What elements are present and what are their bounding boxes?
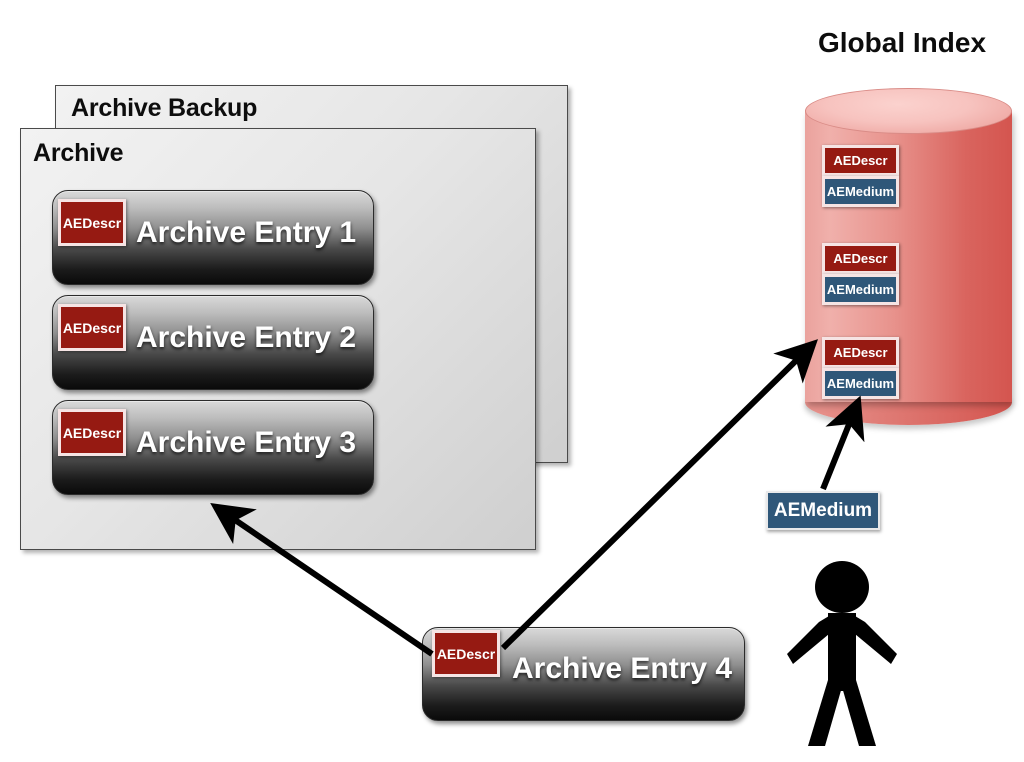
- aedescr-chip[interactable]: AEDescr: [58, 304, 126, 351]
- archive-title: Archive: [33, 139, 124, 167]
- archive-backup-title: Archive Backup: [71, 94, 258, 122]
- aedescr-chip[interactable]: AEDescr: [432, 630, 500, 677]
- user-stick-figure: [787, 561, 897, 746]
- global-index-record-3-aedescr[interactable]: AEDescr: [822, 337, 899, 368]
- global-index-record-3-aemedium[interactable]: AEMedium: [822, 368, 899, 399]
- archive-entry-1-label: Archive Entry 1: [136, 216, 357, 249]
- aedescr-chip[interactable]: AEDescr: [58, 409, 126, 456]
- archive-entry-4-label: Archive Entry 4: [512, 652, 733, 685]
- global-index-title: Global Index: [818, 27, 987, 58]
- global-index-record-2-aemedium[interactable]: AEMedium: [822, 274, 899, 305]
- archive-entry-2-label: Archive Entry 2: [136, 321, 357, 354]
- global-index-record-1-aedescr[interactable]: AEDescr: [822, 145, 899, 176]
- global-index-record-1-aemedium[interactable]: AEMedium: [822, 176, 899, 207]
- archive-entry-3-label: Archive Entry 3: [136, 426, 357, 459]
- aedescr-chip[interactable]: AEDescr: [58, 199, 126, 246]
- cylinder-top-ellipse: [805, 88, 1012, 134]
- aemedium-box[interactable]: AEMedium: [766, 491, 880, 530]
- global-index-record-2-aedescr[interactable]: AEDescr: [822, 243, 899, 274]
